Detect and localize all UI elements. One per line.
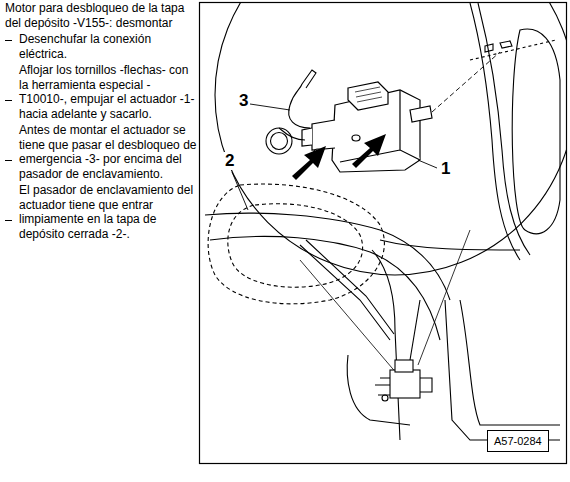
instruction-step: Desenchufar la conexión eléctrica. — [19, 32, 197, 61]
actuator — [302, 82, 432, 172]
instruction-step: Aflojar los tornillos -flechas- con la h… — [19, 63, 197, 121]
bullet-dash — [5, 160, 12, 161]
instruction-step: El pasador de enclavamiento del actuador… — [19, 183, 197, 241]
arrow-marker — [352, 134, 386, 168]
leader-line — [418, 160, 437, 168]
bullet-dash — [5, 40, 12, 41]
emergency-release — [266, 70, 316, 154]
leader-line — [250, 104, 290, 110]
bullet-dash — [5, 100, 12, 101]
heading: Motor para desbloqueo de la tapa del dep… — [5, 1, 185, 30]
callout-number: 2 — [224, 152, 235, 170]
frame — [200, 3, 567, 464]
leader-line — [232, 172, 248, 210]
bullet-dash — [5, 220, 12, 221]
reference-box: A57-0284 — [487, 430, 549, 452]
fuel-flap — [208, 184, 384, 304]
callout-number: 3 — [238, 92, 249, 110]
callout-number: 1 — [440, 160, 451, 178]
arrow-marker — [292, 146, 326, 180]
instruction-step: Antes de montar el actuador se tiene que… — [19, 123, 197, 181]
reference-code: A57-0284 — [494, 434, 542, 448]
